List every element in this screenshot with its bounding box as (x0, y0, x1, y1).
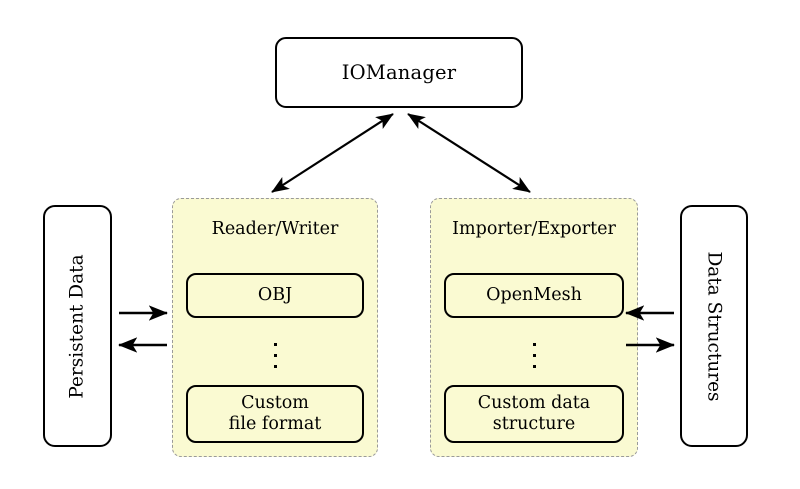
reader-writer-group[interactable]: Reader/Writer OBJ Custom file format (172, 198, 378, 457)
obj-module-label: OBJ (257, 285, 293, 306)
importer-exporter-ellipsis-icon (431, 333, 637, 377)
importer-exporter-group-title: Importer/Exporter (452, 219, 616, 239)
persistent-data-label: Persistent Data (67, 253, 89, 399)
data-structures-box[interactable]: Data Structures (680, 205, 748, 447)
connector-manager-to-importer-exporter (407, 113, 531, 193)
importer-exporter-group[interactable]: Importer/Exporter OpenMesh Custom data s… (430, 198, 638, 457)
custom-data-structure-line-2: structure (492, 414, 576, 434)
reader-writer-ellipsis-icon (173, 333, 377, 377)
openmesh-module[interactable]: OpenMesh (444, 273, 624, 318)
custom-data-structure-line-1: Custom data (477, 393, 591, 414)
openmesh-module-label: OpenMesh (486, 285, 582, 306)
custom-data-structure-module-label: Custom data structure (478, 393, 590, 434)
custom-file-format-line-2: file format (228, 414, 322, 434)
data-structures-label: Data Structures (703, 250, 725, 402)
custom-file-format-module-label: Custom file format (229, 393, 322, 434)
custom-file-format-line-1: Custom (241, 393, 309, 414)
custom-data-structure-module[interactable]: Custom data structure (444, 385, 624, 443)
iomanager-label: IOManager (341, 61, 457, 84)
iomanager-box[interactable]: IOManager (275, 37, 523, 108)
persistent-data-box[interactable]: Persistent Data (43, 205, 112, 447)
obj-module[interactable]: OBJ (186, 273, 364, 318)
custom-file-format-module[interactable]: Custom file format (186, 385, 364, 443)
connector-manager-to-reader-writer (271, 113, 394, 193)
reader-writer-group-title: Reader/Writer (211, 219, 339, 239)
